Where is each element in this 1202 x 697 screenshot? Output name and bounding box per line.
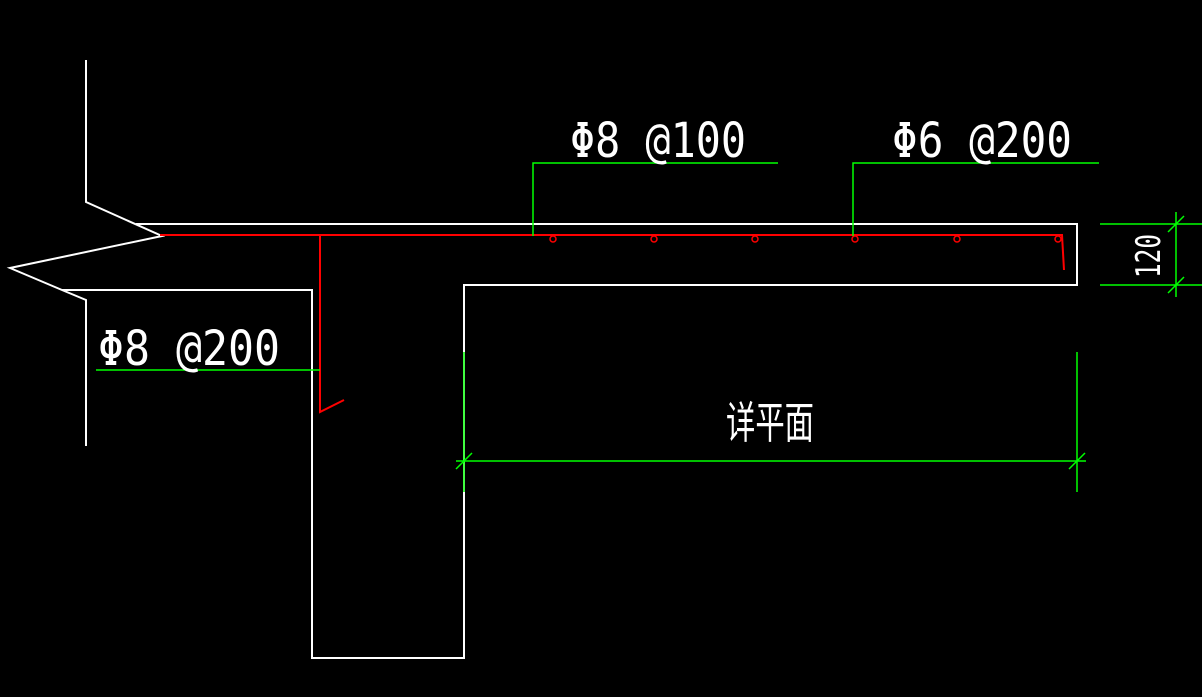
label-top-rebar-right: Φ6 @200 xyxy=(892,113,1072,169)
dim-tick-top xyxy=(1167,215,1185,233)
dim-tick-right xyxy=(1068,452,1086,470)
rebar-dot xyxy=(549,235,557,243)
rebar-dot xyxy=(953,235,961,243)
wall-break-line xyxy=(6,60,166,446)
label-bottom-rebar: Φ8 @200 xyxy=(98,321,280,377)
width-dimension: 详平面 xyxy=(455,352,1086,492)
rebar-dot xyxy=(1054,235,1062,243)
leader-top-left xyxy=(532,162,778,236)
leader-top-right xyxy=(852,162,1099,236)
label-dimension-note: 详平面 xyxy=(726,398,814,449)
label-top-rebar-left: Φ8 @100 xyxy=(570,113,746,169)
rebar-dot xyxy=(751,235,759,243)
rebar-dot xyxy=(851,235,859,243)
anchor-rebar xyxy=(319,236,345,414)
dim-tick-left xyxy=(455,452,473,470)
dim-tick-bottom xyxy=(1167,276,1185,294)
distribution-bars xyxy=(549,235,1062,243)
slab-thickness-dimension: 120 xyxy=(1100,212,1202,297)
slab-beam-outline xyxy=(62,223,1078,659)
rebar-dot xyxy=(650,235,658,243)
label-slab-thickness: 120 xyxy=(1129,234,1169,278)
top-rebar xyxy=(160,234,1065,271)
